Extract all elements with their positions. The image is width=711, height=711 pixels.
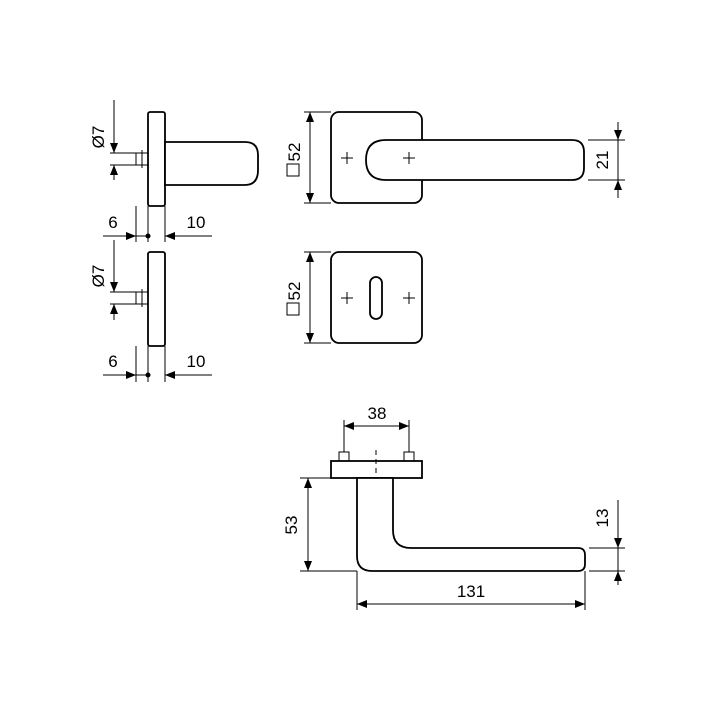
dim-pin-spacing: 38 xyxy=(368,404,387,423)
lever-front xyxy=(365,139,585,181)
top-view-lever: 38 53 13 131 xyxy=(282,404,625,610)
dim-diameter-bottom: Ø7 xyxy=(89,265,108,288)
screw-mark-left xyxy=(341,152,353,164)
dim-offset-top: 10 xyxy=(187,213,206,232)
dim-diameter-top: Ø7 xyxy=(89,126,108,149)
keyhole xyxy=(369,276,383,320)
rosette-plate-side xyxy=(147,111,166,207)
key-rosette-plate-side xyxy=(147,251,166,347)
lever-body-top xyxy=(356,477,586,572)
side-view-key-rosette: Ø7 6 10 xyxy=(89,240,212,382)
handle-neck-side xyxy=(164,141,259,186)
pin-left-top xyxy=(338,451,350,462)
dim-handle-length: 131 xyxy=(457,582,485,601)
front-view-key-rosette: 52 xyxy=(285,251,423,344)
square-symbol-icon xyxy=(286,163,300,177)
dim-rosette-size-handle: 52 xyxy=(285,143,304,162)
screw-mark-right-key xyxy=(403,292,415,304)
dim-lever-thickness: 13 xyxy=(593,509,612,528)
front-view-handle: 52 21 xyxy=(285,111,625,204)
screw-mark-right xyxy=(403,152,415,164)
side-view-handle: Ø7 6 10 xyxy=(89,100,259,242)
dim-rosette-size-key: 52 xyxy=(285,282,304,301)
dim-offset-bottom: 10 xyxy=(187,352,206,371)
pin-right-top xyxy=(403,451,415,462)
dim-thickness-top: 6 xyxy=(108,213,117,232)
screw-mark-left-key xyxy=(341,292,353,304)
dim-thickness-bottom: 6 xyxy=(108,352,117,371)
square-symbol-icon-key xyxy=(286,302,300,316)
dim-handle-height: 21 xyxy=(593,151,612,170)
dim-projection: 53 xyxy=(282,516,301,535)
